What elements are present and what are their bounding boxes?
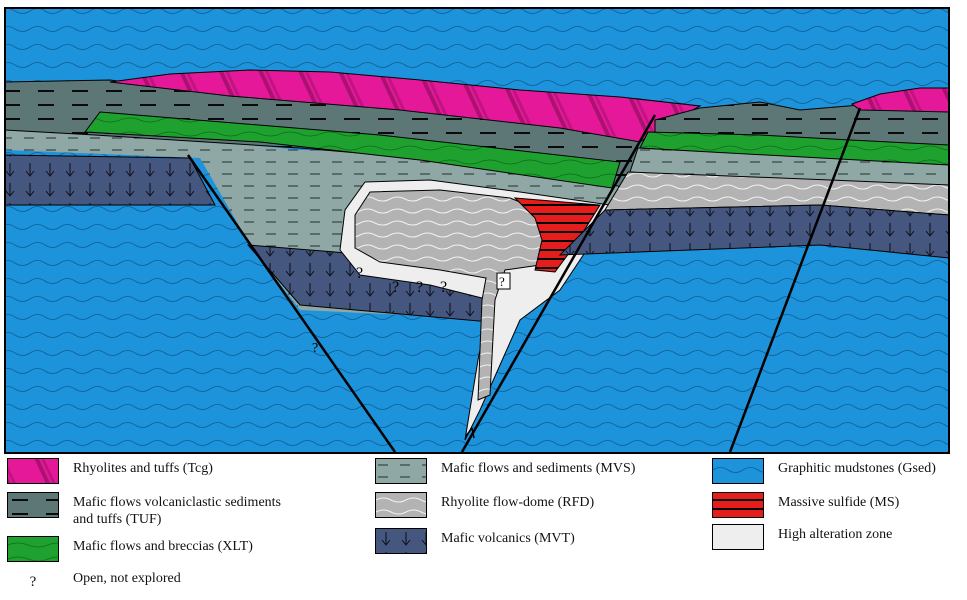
ms-lens xyxy=(513,197,601,273)
unexplored-mark: ? xyxy=(440,279,447,296)
legend-item-mvt: Mafic volcanics (MVT) xyxy=(375,528,575,554)
tcg-swatch xyxy=(7,458,59,484)
legend-item-xlt: Mafic flows and breccias (XLT) xyxy=(7,536,253,562)
legend-item-haz: High alteration zone xyxy=(712,524,892,550)
unexplored-mark: ? xyxy=(499,274,505,289)
ms-swatch xyxy=(712,492,764,518)
legend-label-mvt: Mafic volcanics (MVT) xyxy=(441,531,575,546)
mvt-layer-left xyxy=(4,154,216,206)
legend-label-rfd: Rhyolite flow-dome (RFD) xyxy=(441,495,595,510)
legend-item-ms: Massive sulfide (MS) xyxy=(712,492,899,518)
legend-label-tcg: Rhyolites and tuffs (Tcg) xyxy=(73,461,213,476)
haz-swatch xyxy=(712,524,764,550)
legend-item-mvs: Mafic flows and sediments (MVS) xyxy=(375,458,635,484)
legend-label-ms: Massive sulfide (MS) xyxy=(778,495,900,510)
xlt-layer-left xyxy=(84,111,621,189)
xlt-swatch xyxy=(7,536,59,562)
mvt-swatch xyxy=(375,528,427,554)
legend-label-gsed: Graphitic mudstones (Gsed) xyxy=(778,461,936,476)
cross-section: ? ? ? ? ? ? xyxy=(4,7,950,454)
tcg-layer-left xyxy=(109,69,702,143)
legend-item-open: ? Open, not explored xyxy=(7,568,181,591)
unexplored-mark: ? xyxy=(356,265,363,282)
legend-label-mvs: Mafic flows and sediments (MVS) xyxy=(441,461,636,476)
legend-label-haz: High alteration zone xyxy=(778,527,893,542)
fault-line xyxy=(728,107,862,453)
gsed-swatch xyxy=(712,458,764,484)
tuf-swatch xyxy=(7,492,59,518)
fault-line xyxy=(186,154,397,453)
legend-item-tcg: Rhyolites and tuffs (Tcg) xyxy=(7,458,213,484)
section-frame xyxy=(4,7,950,454)
unexplored-mark: ? xyxy=(416,279,423,296)
unexplored-box xyxy=(496,272,511,290)
question-mark-icon: ? xyxy=(29,574,37,590)
legend-label-tuf: Mafic flows volcaniclastic sediments and… xyxy=(73,495,281,527)
mvs-swatch xyxy=(375,458,427,484)
legend-label-open: Open, not explored xyxy=(73,571,181,586)
fault-line xyxy=(460,114,657,453)
legend-label-xlt: Mafic flows and breccias (XLT) xyxy=(73,539,253,554)
legend-item-tuf: Mafic flows volcaniclastic sediments and… xyxy=(7,492,281,528)
legend-item-rfd: Rhyolite flow-dome (RFD) xyxy=(375,492,594,518)
unexplored-mark: ? xyxy=(392,279,399,296)
unexplored-mark: ? xyxy=(312,341,318,356)
arrow-icon xyxy=(465,427,475,439)
rfd-swatch xyxy=(375,492,427,518)
legend-item-gsed: Graphitic mudstones (Gsed) xyxy=(712,458,936,484)
